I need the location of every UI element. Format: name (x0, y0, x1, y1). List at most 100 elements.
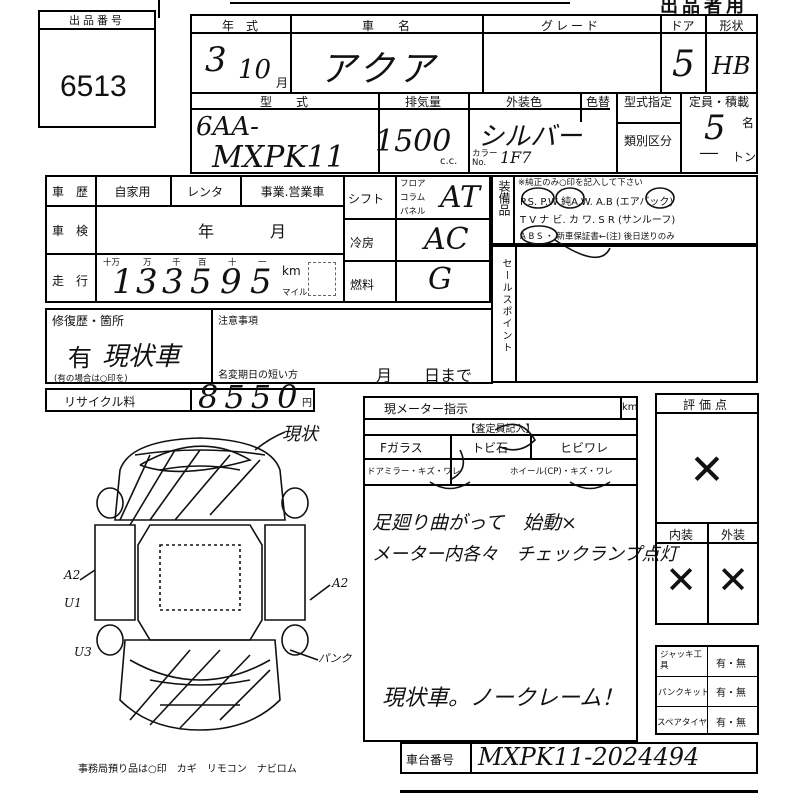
equipment-row-2: T V ナ ビ. カ ワ. S R (サンルーフ) (520, 215, 676, 226)
lot-number-box (38, 10, 156, 128)
recycle-unit: 円 (302, 398, 312, 409)
exterior-value: ✕ (717, 558, 749, 602)
km-unit: km (282, 264, 301, 278)
cc-unit: c.c. (440, 156, 458, 167)
spare-tire-label: スペアタイヤ (657, 718, 708, 728)
repair-history-note: 現状車 (102, 342, 181, 372)
fuel-label: 燃料 (350, 278, 375, 292)
repair-history-label: 修復歴・箇所 (52, 314, 125, 328)
type-designation-label: 型式指定 (623, 95, 672, 109)
puncture-kit-options: 有・無 (716, 688, 746, 699)
mileage-digit-1: 3 (136, 262, 158, 302)
digit-label-0: 十万 (103, 258, 121, 268)
fuel-value: G (428, 262, 452, 297)
digit-label-1: 万 (143, 258, 152, 268)
mileage-digit-0: 1 (112, 262, 134, 302)
repair-history-footnote: (有の場合は○印を) (54, 374, 128, 384)
notes-box (211, 308, 493, 384)
notes-label: 注意事項 (218, 316, 258, 327)
digit-label-4: 十 (228, 258, 237, 268)
diagram-mark-left-1: A2 (64, 568, 81, 582)
recycle-amount: 8550 (198, 378, 304, 416)
diagram-mark-left-2: U1 (64, 596, 82, 610)
model-code-2: MXPK11 (212, 140, 345, 175)
capacity-unit: 名 (742, 116, 755, 130)
ext-color-value: シルバー (478, 122, 583, 152)
history-label: 車 歴 (52, 185, 89, 199)
office-note: 事務局預り品は○印 カギ リモコン ナビロム (78, 764, 297, 775)
diagram-mark-left-3: U3 (74, 645, 92, 659)
model-code-1: 6AA- (196, 112, 259, 142)
exterior-label: 外装 (720, 528, 745, 542)
month-unit: 月 (276, 76, 289, 90)
inspection-label: 車 検 (52, 224, 89, 238)
category-label: 類別区分 (623, 134, 672, 148)
meter-label: 現メーター指示 (384, 402, 469, 416)
wheel-label: ホイール(CP)・キズ・ワレ (510, 467, 613, 477)
business-label: 事業.営業車 (260, 185, 325, 199)
ext-color-label: 外装色 (505, 95, 542, 109)
chassis-box (400, 742, 758, 774)
f-glass-label: Fガラス (380, 441, 423, 455)
digit-label-3: 百 (198, 258, 207, 268)
mileage-label: 走 行 (52, 274, 89, 288)
interior-label: 内装 (668, 528, 693, 542)
shift-option-floor: フロア (400, 179, 426, 189)
spare-tire-options: 有・無 (716, 718, 746, 729)
inspector-note-label: 【査定員記入】 (465, 424, 536, 435)
equipment-row-3: A B S ・ 新車保証書←(注) 後日送りのみ (520, 232, 675, 242)
body-type-label: 形状 (719, 19, 744, 33)
chassis-number: MXPK11-2024494 (478, 743, 700, 771)
remark-line-1: 足廻り曲がって 始動× (372, 512, 577, 534)
door-label: ドア (670, 19, 695, 33)
mileage-digit-3: 5 (190, 262, 212, 302)
name-change-month: 月 (376, 366, 393, 385)
recycle-box (45, 388, 315, 412)
digit-label-2: 千 (172, 258, 181, 268)
ac-value: AC (424, 222, 469, 257)
model-label: 型 式 (259, 95, 308, 109)
digit-label-5: 一 (258, 258, 267, 268)
recycle-label: リサイクル料 (64, 395, 136, 409)
inspection-remarks-box (363, 396, 638, 742)
jack-label: ジャッキ工具 (660, 650, 703, 671)
inspection-year-label: 年 (198, 222, 215, 241)
year-label: 年 式 (221, 19, 258, 33)
mile-checkbox (308, 262, 336, 296)
load-value: ― (700, 142, 718, 163)
puncture-kit-label: パンクキット (658, 688, 710, 698)
model-table (190, 92, 758, 174)
private-use-label: 自家用 (114, 185, 151, 199)
meter-unit: km (622, 402, 638, 413)
equipment-note: ※純正のみ○印を記入して下さい (518, 178, 643, 188)
mileage-digit-5: 5 (250, 262, 272, 302)
mileage-digit-4: 9 (220, 262, 242, 302)
form-title: 出品者用 (660, 0, 748, 17)
shift-option-panel: パネル (400, 207, 426, 217)
mileage-digit-2: 3 (162, 262, 184, 302)
make-label: 車 名 (361, 19, 410, 33)
load-unit: トン (732, 150, 757, 164)
diagram-mark-right-1: A2 (332, 576, 349, 590)
diagram-mark-right-2: パンク (318, 652, 352, 665)
displacement-label: 排気量 (404, 95, 441, 109)
interior-value: ✕ (665, 558, 697, 602)
repair-history-value: 有 (68, 344, 92, 372)
color-change-label: 色替 (585, 95, 610, 109)
equipment-row-1: P.S. P.W 純A.W. A.B (エアバック) (520, 197, 674, 208)
lot-number-label: 出品番号 (69, 14, 125, 27)
shift-table (343, 175, 491, 303)
diagram-mark-top: 現状 (282, 424, 318, 445)
score-label: 評価点 (682, 398, 731, 412)
sales-point-label: セールスポイント (500, 258, 511, 354)
lot-number: 6513 (60, 70, 127, 103)
grade-label: グレード (540, 19, 601, 33)
score-value: ✕ (689, 445, 725, 494)
ac-label: 冷房 (350, 236, 375, 250)
name-change-label: 名変期日の短い方 (218, 370, 298, 381)
capacity-label: 定員・積載 (688, 95, 749, 109)
equipment-table (491, 175, 758, 245)
